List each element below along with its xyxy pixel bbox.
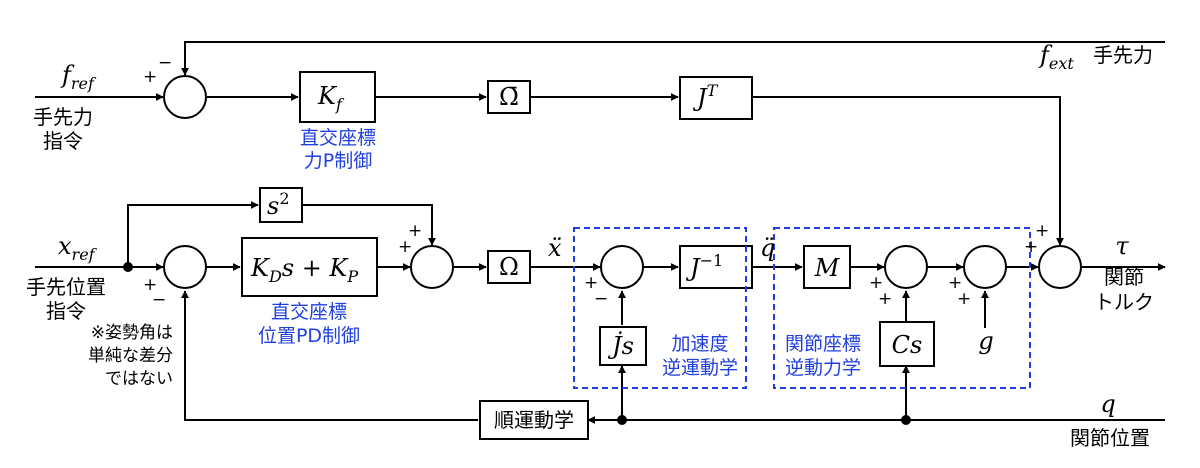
sign-minus: −: [152, 290, 166, 310]
accel-label-2: 逆運動学: [662, 357, 738, 379]
gravity-summing-junction: [963, 245, 1007, 289]
xddot-symbol: ẍ: [548, 234, 562, 262]
omega-bar-block: [487, 80, 531, 114]
signal-wires: [35, 41, 1166, 424]
force-ctrl-label-1: 直交座標: [300, 127, 376, 149]
sign-plus: +: [408, 221, 422, 241]
x-ref-symbol: xref: [58, 232, 98, 264]
s2-label: s2: [267, 189, 290, 220]
note-line-2: 単純な差分: [88, 346, 173, 366]
g-symbol: g: [978, 327, 993, 355]
fk-label: 順運動学: [494, 408, 574, 432]
kf-label: Kf: [317, 82, 345, 114]
coriolis-summing-junction: [884, 245, 928, 289]
omega-block: [487, 250, 531, 284]
fk-output-wire: [181, 290, 478, 421]
s2-output-wire: [302, 204, 436, 246]
position-summing-junction: [163, 245, 207, 289]
pd-label: KDs + KP: [250, 254, 358, 286]
pd-block: [241, 237, 378, 297]
kf-block: [299, 71, 376, 123]
pos-ctrl-label-2: 位置PD制御: [258, 325, 360, 347]
joint-label-1: 関節座標: [785, 333, 861, 355]
branch-point: [617, 415, 627, 425]
position-command-label-1: 手先位置: [26, 275, 106, 299]
note-line-1: ※姿勢角は: [91, 323, 173, 343]
f-ext-symbol: fext: [1038, 41, 1074, 73]
branch-point: [123, 262, 133, 272]
f-ref-symbol: fref: [60, 61, 97, 93]
accel-label-1: 加速度: [671, 333, 728, 355]
m-label: M: [814, 254, 841, 282]
inverse-dynamics-group: [773, 227, 1031, 389]
cs-label: Cs: [892, 331, 923, 359]
sign-plus: +: [143, 275, 157, 295]
joint-label-2: 逆動力学: [785, 357, 861, 379]
branch-point: [901, 415, 911, 425]
torque-summing-junction: [1038, 245, 1082, 289]
jdot-summing-junction: [600, 245, 644, 289]
accel-ik-group: [573, 227, 747, 389]
jt-output-wire: [752, 96, 1064, 246]
pos-ctrl-label-1: 直交座標: [271, 301, 347, 323]
jt-block: [679, 76, 753, 120]
force-command-label-1: 手先力: [33, 105, 93, 129]
force-summing-junction: [163, 75, 207, 119]
omega-bar-label: Ω̄: [499, 83, 519, 111]
cs-block: [879, 321, 935, 367]
tau-symbol: τ: [1115, 232, 1129, 260]
sign-plus: +: [869, 273, 883, 293]
sign-minus: −: [594, 289, 608, 309]
torque-label-1: 関節: [1104, 265, 1144, 289]
jinv-block: [679, 245, 753, 289]
force-ctrl-label-2: 力P制御: [304, 150, 372, 172]
sign-plus: +: [1024, 237, 1038, 257]
q-symbol: q: [1100, 390, 1115, 418]
sign-plus: +: [398, 237, 412, 257]
joint-position-label: 関節位置: [1070, 426, 1150, 450]
sign-minus: −: [158, 53, 172, 73]
sign-plus: +: [948, 273, 962, 293]
f-ext-feedback-wire: [181, 41, 1165, 76]
force-command-label-2: 指令: [43, 129, 83, 153]
omega-label: Ω: [499, 253, 519, 281]
accel-summing-junction: [410, 245, 454, 289]
sign-plus: +: [957, 289, 971, 309]
f-ext-label: 手先力: [1093, 43, 1153, 67]
sign-plus: +: [143, 67, 157, 87]
sign-plus: +: [1035, 221, 1049, 241]
torque-label-2: トルク: [1094, 290, 1154, 314]
feedforward-wire: [127, 201, 259, 267]
sign-plus: +: [584, 273, 598, 293]
qddot-symbol: q̈: [760, 234, 775, 262]
s2-block: [259, 187, 303, 223]
forward-kinematics-block: [479, 400, 589, 440]
m-block: [803, 245, 851, 289]
jdot-block: [599, 326, 647, 366]
position-command-label-2: 指令: [46, 299, 86, 323]
jdot-label: J̇s: [607, 332, 634, 360]
sign-plus: +: [878, 289, 892, 309]
note-line-3: ではない: [105, 369, 173, 389]
